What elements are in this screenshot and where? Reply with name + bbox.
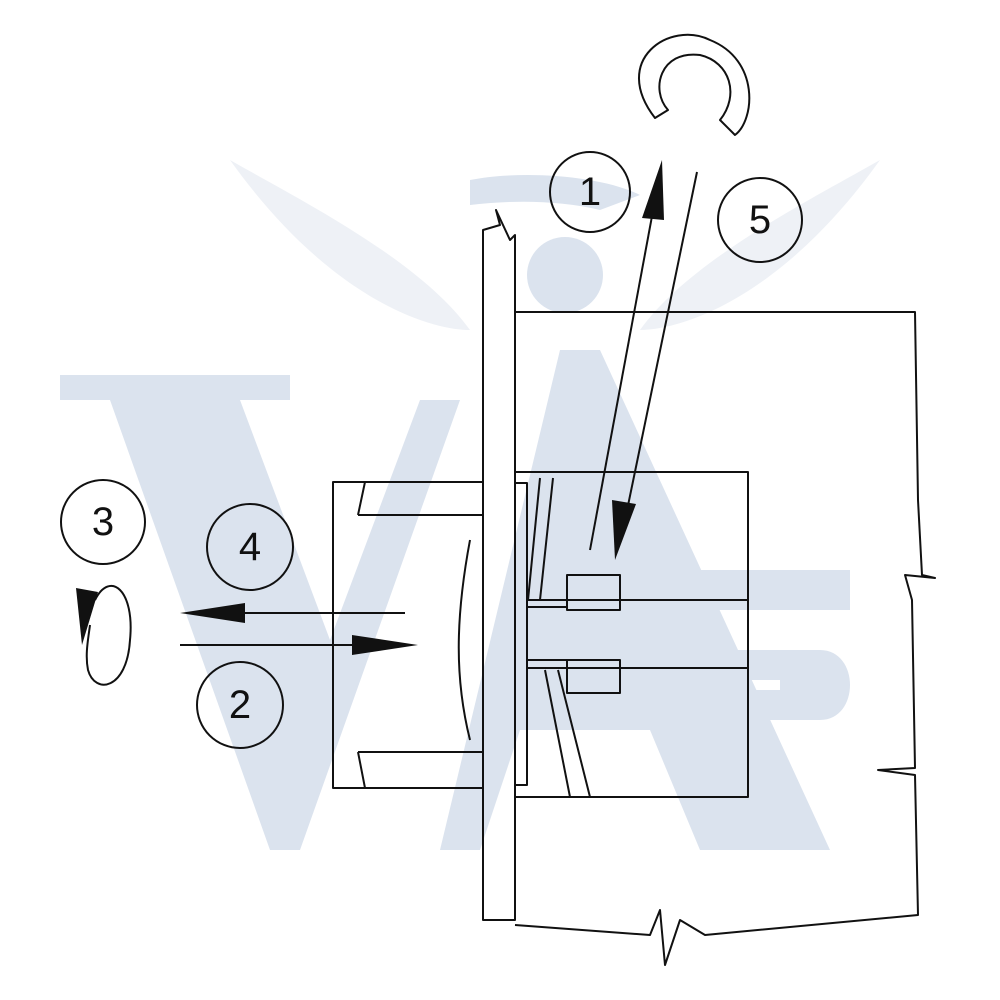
label-1-text: 1 bbox=[579, 170, 601, 214]
operator-box bbox=[332, 481, 484, 789]
arrow-rotate-3 bbox=[76, 585, 132, 686]
operator-details bbox=[357, 481, 483, 789]
latch-block-upper bbox=[566, 574, 621, 611]
housing-body bbox=[514, 311, 936, 966]
label-4: 4 bbox=[206, 503, 294, 591]
label-3: 3 bbox=[60, 479, 146, 565]
arrow-right-2 bbox=[180, 635, 418, 655]
mechanism-box bbox=[514, 471, 749, 798]
label-4-text: 4 bbox=[239, 525, 261, 569]
label-5-text: 5 bbox=[749, 198, 771, 242]
mechanism-details bbox=[515, 477, 748, 798]
panel-plate bbox=[482, 209, 516, 921]
arrow-left-4 bbox=[180, 603, 405, 623]
arrow-up-1 bbox=[589, 160, 664, 551]
label-3-text: 3 bbox=[92, 500, 114, 544]
label-2-text: 2 bbox=[229, 683, 251, 727]
latch-block-lower bbox=[566, 659, 621, 694]
watermark-logo bbox=[60, 160, 880, 850]
label-5: 5 bbox=[717, 177, 803, 263]
arrow-down-5 bbox=[612, 171, 698, 560]
label-1: 1 bbox=[549, 151, 631, 233]
rotate-arc-icon bbox=[638, 33, 751, 136]
label-2: 2 bbox=[196, 661, 284, 749]
